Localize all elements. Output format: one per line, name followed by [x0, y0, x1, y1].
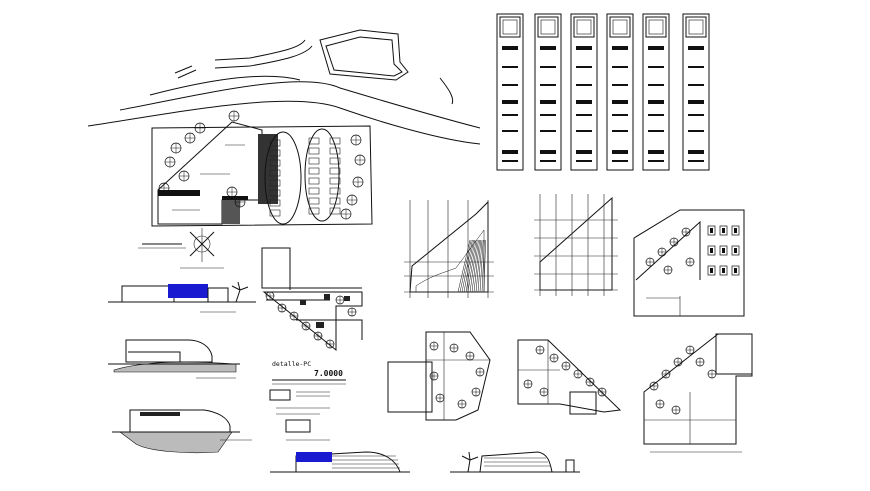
tree-symbol	[681, 227, 691, 237]
tree-symbol	[289, 311, 299, 321]
floor-plan-e	[643, 333, 753, 453]
tree-symbol	[352, 176, 364, 188]
tree-symbol	[234, 196, 246, 208]
tree-symbol	[685, 257, 695, 267]
tree-symbol	[597, 387, 607, 397]
tree-symbol	[573, 369, 583, 379]
tree-symbol	[673, 357, 683, 367]
section-a	[108, 339, 240, 379]
elevation-a	[108, 281, 256, 313]
tree-symbol	[277, 303, 287, 313]
tree-symbol	[523, 379, 533, 389]
tree-symbol	[170, 142, 182, 154]
sheet-strip	[642, 13, 670, 171]
detail-label: detalle-PC	[272, 360, 311, 368]
tree-symbol	[645, 257, 655, 267]
tree-symbol	[178, 170, 190, 182]
north-arrow-symbol	[180, 228, 224, 269]
tree-symbol	[429, 341, 439, 351]
tree-symbol	[184, 132, 196, 144]
tree-symbol	[655, 399, 665, 409]
tree-symbol	[226, 186, 238, 198]
tree-symbol	[549, 353, 559, 363]
sheet-strip	[682, 13, 710, 171]
structural-plan-b	[534, 194, 618, 296]
tree-symbol	[435, 393, 445, 403]
tree-symbol	[669, 237, 679, 247]
tree-symbol	[164, 156, 176, 168]
tree-symbol	[301, 321, 311, 331]
tree-symbol	[158, 182, 170, 194]
tree-symbol	[325, 339, 335, 349]
tree-symbol	[429, 371, 439, 381]
floor-plan-a	[261, 247, 363, 352]
tree-symbol	[663, 265, 673, 275]
tree-symbol	[346, 194, 358, 206]
floor-plan-b	[633, 209, 745, 317]
section-b	[112, 409, 252, 454]
tree-symbol	[561, 361, 571, 371]
sheet-strip	[496, 13, 524, 171]
sheet-strip	[570, 13, 598, 171]
tree-symbol	[347, 307, 357, 317]
tree-symbol	[695, 357, 705, 367]
dimension-label: 7.0000	[314, 369, 343, 378]
tree-symbol	[449, 343, 459, 353]
tree-symbol	[265, 291, 275, 301]
tree-symbol	[685, 345, 695, 355]
tree-symbol	[457, 399, 467, 409]
tree-symbol	[585, 377, 595, 387]
floor-plan-c	[387, 331, 491, 421]
tree-symbol	[313, 331, 323, 341]
tree-symbol	[228, 110, 240, 122]
tree-symbol	[539, 387, 549, 397]
structural-plan-a	[404, 200, 494, 298]
tree-symbol	[661, 369, 671, 379]
sheet-strips	[496, 13, 710, 171]
tree-symbol	[535, 345, 545, 355]
tree-symbol	[649, 381, 659, 391]
tree-symbol	[354, 154, 366, 166]
sheet-strip	[606, 13, 634, 171]
site-plan	[87, 29, 481, 249]
tree-symbol	[335, 295, 345, 305]
tree-symbol	[671, 405, 681, 415]
tree-symbol	[707, 369, 717, 379]
tree-symbol	[465, 351, 475, 361]
elevation-c	[450, 451, 580, 473]
tree-symbol	[350, 134, 362, 146]
tree-symbol	[657, 247, 667, 257]
tree-symbol	[194, 122, 206, 134]
detail-pc-block: detalle-PC 7.0000	[269, 360, 346, 441]
sheet-strip	[534, 13, 562, 171]
floor-plan-d	[517, 339, 622, 415]
elevation-b	[270, 451, 410, 473]
tree-symbol	[471, 387, 481, 397]
tree-symbol	[340, 208, 352, 220]
tree-symbol	[475, 367, 485, 377]
